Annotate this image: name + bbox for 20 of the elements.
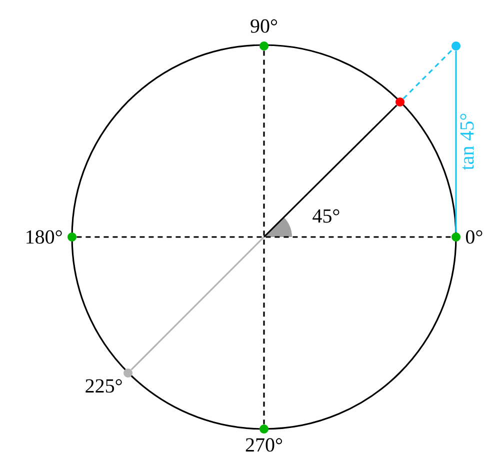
dashed-line [263,50,265,424]
angle-label: 45° [312,209,340,223]
point [260,424,268,434]
line [130,236,265,370]
point [452,232,460,242]
angle-label: 0° [466,230,482,244]
point [396,97,404,106]
dashed-line [402,48,454,100]
point [452,42,460,50]
angle-label: 225° [86,379,122,393]
edge-label: tan 45° [460,114,474,170]
point [260,42,268,50]
dashed-line [76,236,452,238]
point [68,232,76,242]
point [124,368,132,378]
line [455,50,457,232]
angle-label: 90° [250,19,278,33]
angle-label: 270° [246,438,282,452]
line [263,104,398,238]
angle-label: 180° [26,230,62,244]
